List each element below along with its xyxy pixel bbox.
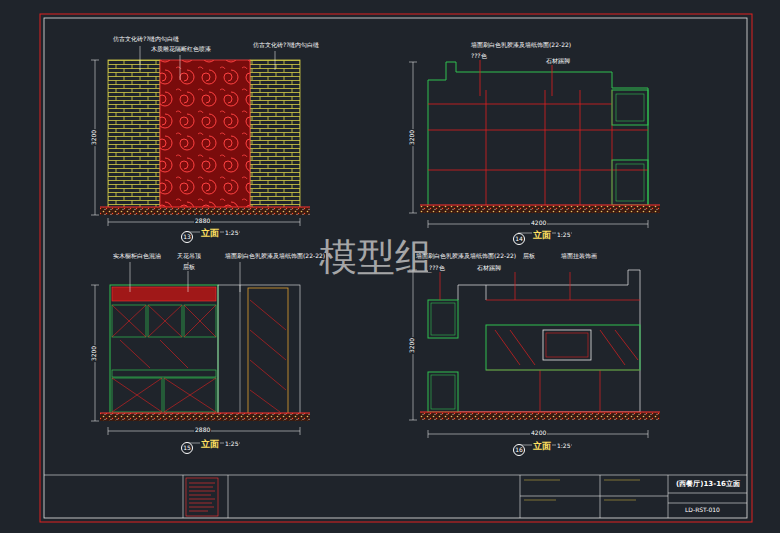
drawing-number: LD-RST-010 xyxy=(684,507,721,514)
annotation: ???色 xyxy=(428,265,446,272)
scale: 1:25 xyxy=(556,232,571,239)
title-cell: (西餐厅)13-16立面 xyxy=(670,477,746,492)
dimension: 4200 xyxy=(530,430,547,437)
dimension: 4200 xyxy=(530,220,547,227)
scale: 1:25 xyxy=(224,230,239,237)
dimension: 3200 xyxy=(410,336,417,353)
callout-number: 15 xyxy=(181,442,193,454)
annotation: 仿古文化砖??缝内勾白缝 xyxy=(252,42,320,49)
dimension: 2880 xyxy=(194,427,211,434)
annotation: 石材踢脚 xyxy=(545,58,571,65)
scale: 1:25 xyxy=(224,441,239,448)
callout-number: 16 xyxy=(515,447,523,453)
annotation: 墙面挂装饰画 xyxy=(560,253,598,260)
callout-number: 16 xyxy=(513,444,525,456)
callout-number: 14 xyxy=(515,236,523,242)
annotation: 墙面刷白色乳胶漆及墙纸饰面(22-22) xyxy=(415,253,517,260)
dimension: 3200 xyxy=(410,128,417,145)
annotation: 实木橱柜白色混油 xyxy=(112,253,162,260)
annotation: 木质雕花隔断红色喷漆 xyxy=(150,46,212,53)
view-title: 立面 xyxy=(532,230,552,240)
scale: 1:25 xyxy=(556,443,571,450)
callout-number: 13 xyxy=(183,234,191,240)
view-title: 立面 xyxy=(200,228,220,238)
annotation: 墙面刷白色乳胶漆及墙纸饰面(22-22) xyxy=(470,42,572,49)
annotation: ???色 xyxy=(470,53,488,60)
dimension: 3200 xyxy=(92,128,99,145)
annotation: 层板 xyxy=(522,253,536,260)
annotation: 墙面刷白色乳胶漆及墙纸饰面(22-22) xyxy=(224,253,326,260)
view-title: 立面 xyxy=(200,439,220,449)
annotation: 石材踢脚 xyxy=(476,265,502,272)
annotation: 层板 xyxy=(182,264,196,271)
annotation: 天花吊顶 xyxy=(176,253,202,260)
view-title: 立面 xyxy=(532,441,552,451)
dimension: 2880 xyxy=(194,218,211,225)
drawing-title: (西餐厅)13-16立面 xyxy=(676,481,740,488)
annotation: 仿古文化砖??缝内勾白缝 xyxy=(112,36,180,43)
callout-number: 14 xyxy=(513,233,525,245)
callout-number: 15 xyxy=(183,445,191,451)
dimension: 3200 xyxy=(92,344,99,361)
callout-number: 13 xyxy=(181,231,193,243)
